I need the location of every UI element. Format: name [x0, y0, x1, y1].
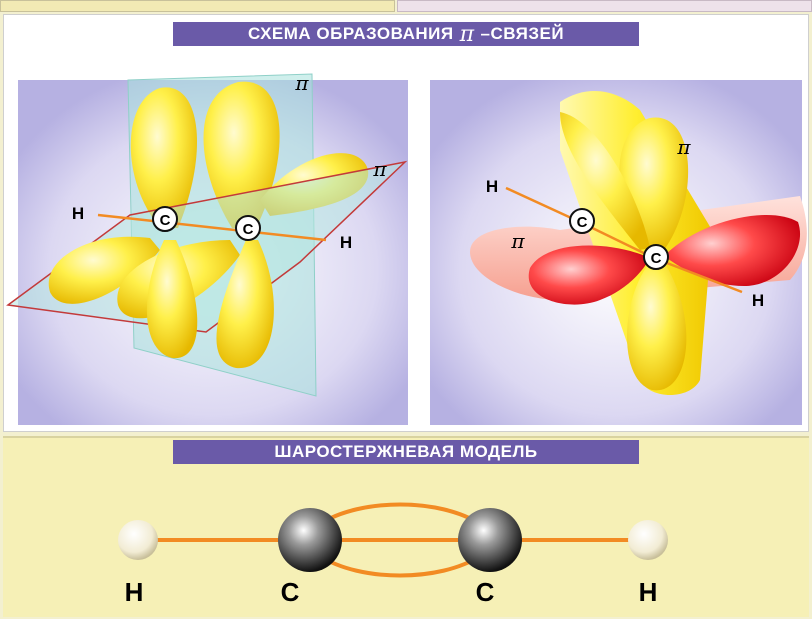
ball-label-c-left: C — [281, 577, 300, 607]
pi-stick-upper — [318, 502, 482, 526]
pi-label-upper: π — [676, 135, 691, 159]
ch-bond-1 — [505, 186, 581, 224]
red-right-lobe — [664, 215, 801, 286]
carbon-atom-3 — [569, 208, 595, 234]
pi-stick-lower — [318, 554, 482, 578]
carbon-atom-4 — [643, 244, 669, 270]
carbon-ball-right — [458, 508, 522, 572]
ch-bond-2 — [653, 256, 743, 294]
hydrogen-label-2: H — [340, 233, 352, 252]
hydrogen-label-1: H — [72, 204, 84, 223]
yellow-lower-lobe — [627, 262, 687, 391]
title-suffix: –СВЯЗЕЙ — [480, 24, 565, 43]
subtitle-banner: ШАРОСТЕРЖНЕВАЯ МОДЕЛЬ — [173, 440, 639, 464]
tab-left[interactable] — [0, 0, 395, 12]
carbon-atom-1 — [152, 206, 178, 232]
title-banner: СХЕМА ОБРАЗОВАНИЯ π –СВЯЗЕЙ — [173, 21, 639, 47]
left-orbital-diagram: C C H H π π — [6, 71, 408, 397]
carbon-atom-2 — [235, 215, 261, 241]
hydrogen-label-4: H — [752, 291, 764, 310]
title-text: СХЕМА ОБРАЗОВАНИЯ — [247, 24, 454, 43]
ball-stick-model: H C C H — [118, 502, 668, 607]
pi-label-vertical: π — [294, 71, 309, 95]
red-left-lobe — [528, 245, 650, 305]
pi-label-lower: π — [510, 229, 525, 253]
lower-lobe-2 — [216, 240, 274, 369]
hydrogen-ball-left — [118, 520, 158, 560]
carbon-label-2: C — [243, 221, 254, 238]
left-lobe — [48, 236, 160, 304]
ball-label-h-right: H — [639, 577, 658, 607]
title-pi-symbol: π — [459, 21, 475, 47]
carbon-label-4: C — [651, 250, 662, 267]
ball-label-h-left: H — [125, 577, 144, 607]
right-orbital-diagram: C C H H π π — [470, 90, 807, 395]
tab-bar — [0, 0, 812, 14]
carbon-label-3: C — [577, 214, 588, 231]
lower-lobe-1 — [146, 240, 198, 359]
yellow-left-lobe — [560, 112, 650, 250]
subtitle-text: ШАРОСТЕРЖНЕВАЯ МОДЕЛЬ — [274, 442, 538, 461]
carbon-label-1: C — [160, 212, 171, 229]
carbon-ball-left — [278, 508, 342, 572]
hydrogen-label-3: H — [486, 177, 498, 196]
pi-label-horizontal: π — [372, 157, 387, 181]
sigma-bond-line — [97, 213, 327, 242]
hydrogen-ball-right — [628, 520, 668, 560]
ball-label-c-right: C — [476, 577, 495, 607]
upper-lobe-1 — [130, 87, 198, 228]
